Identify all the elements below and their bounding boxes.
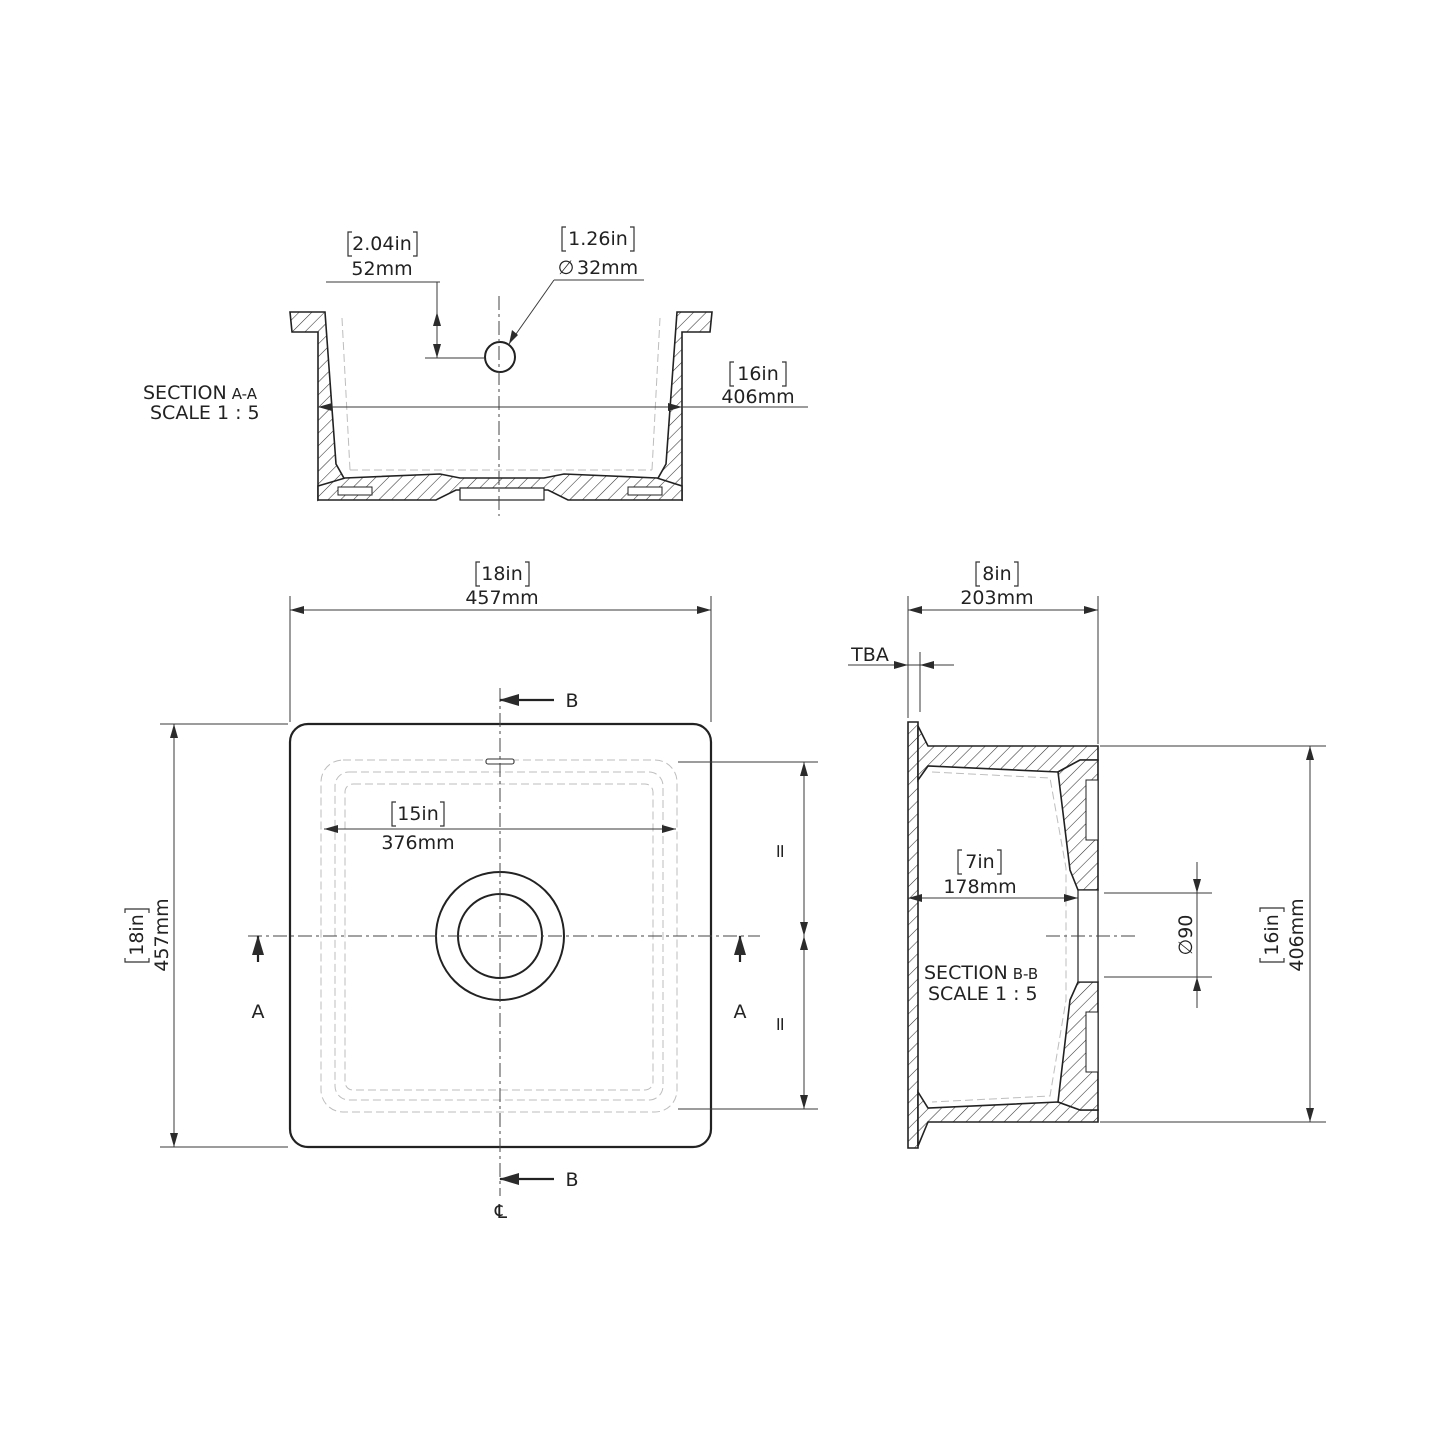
plan-section-b-top: B bbox=[565, 690, 578, 712]
plan-height-mm: 457mm bbox=[151, 898, 173, 971]
section-aa-offset-mm: 52mm bbox=[351, 258, 412, 280]
section-bb-view: 8in 203mm TBA 7in 178mm ∅90 16in bbox=[848, 561, 1326, 1149]
plan-width-mm: 457mm bbox=[465, 587, 538, 609]
section-aa-hole-mm: 32mm bbox=[577, 257, 638, 279]
section-aa-scale: SCALE 1 : 5 bbox=[150, 402, 260, 424]
section-bb-depth-in: 8in bbox=[982, 563, 1011, 585]
plan-width-in: 18in bbox=[481, 563, 523, 585]
section-bb-height-in: 16in bbox=[1261, 914, 1283, 956]
plan-equal-bottom: = bbox=[769, 1016, 791, 1032]
section-aa-hole-symbol: ∅ bbox=[558, 257, 575, 279]
section-aa-width-in: 16in bbox=[737, 363, 779, 385]
plan-inner-in: 15in bbox=[397, 803, 439, 825]
plan-equal-top: = bbox=[769, 843, 791, 859]
section-aa-overflow-hole bbox=[484, 341, 516, 373]
section-aa-view: 2.04in 52mm 1.26in ∅ 32mm 16in 406mm SEC… bbox=[143, 226, 808, 516]
section-aa-right-wall bbox=[656, 311, 713, 502]
plan-view: 18in 457mm 18in 457mm 15in 376mm = = bbox=[124, 561, 818, 1223]
section-bb-scale: SCALE 1 : 5 bbox=[928, 983, 1038, 1005]
plan-inner-mm: 376mm bbox=[381, 832, 454, 854]
section-aa-width-mm: 406mm bbox=[721, 386, 794, 408]
section-aa-left-wall bbox=[289, 311, 346, 502]
section-bb-depth-mm: 203mm bbox=[960, 587, 1033, 609]
section-bb-inner-mm: 178mm bbox=[943, 876, 1016, 898]
section-bb-flange-tba: TBA bbox=[850, 644, 889, 666]
section-aa-offset-in: 2.04in bbox=[352, 233, 412, 255]
plan-centerline-symbol: ℄ bbox=[494, 1201, 508, 1223]
plan-section-a-right: A bbox=[734, 1001, 747, 1023]
section-bb-waste-diameter: ∅90 bbox=[1175, 915, 1197, 956]
section-bb-inner-in: 7in bbox=[965, 851, 994, 873]
plan-height-in: 18in bbox=[126, 914, 148, 956]
plan-section-b-bottom: B bbox=[565, 1169, 578, 1191]
section-aa-bottom-slab bbox=[317, 473, 683, 501]
section-bb-height-mm: 406mm bbox=[1286, 898, 1308, 971]
section-aa-hole-in: 1.26in bbox=[568, 228, 628, 250]
plan-section-a-left: A bbox=[252, 1001, 265, 1023]
